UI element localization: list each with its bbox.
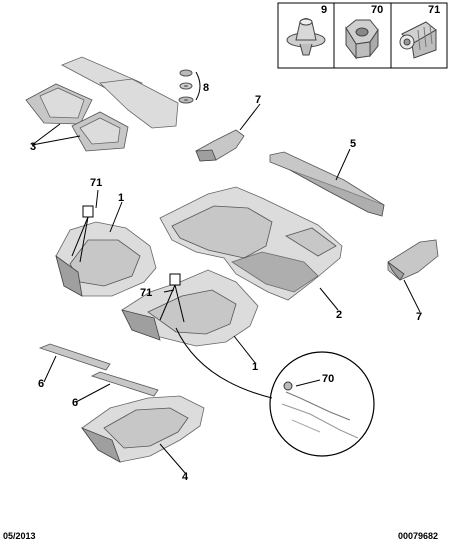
callout-1-upper: 1 [118, 192, 124, 204]
footer-date: 05/2013 [3, 531, 36, 541]
callout-3: 3 [30, 141, 36, 153]
callout-70: 70 [322, 373, 334, 385]
part-long-panel [269, 151, 385, 217]
threaded-fastener-icon [399, 21, 437, 59]
detail-magnifier [269, 351, 375, 457]
callout-4: 4 [182, 471, 189, 483]
footer-ref: 00079682 [398, 531, 438, 541]
callout-71-upper: 71 [90, 177, 102, 189]
callout-1-lower: 1 [252, 361, 258, 373]
hex-nut-icon [345, 19, 379, 60]
callout-6-upper: 6 [38, 378, 44, 390]
part-strips [38, 343, 159, 397]
leader-lines [31, 71, 421, 475]
part-bottom-tray [80, 395, 205, 463]
callout-2: 2 [336, 309, 342, 321]
part-bracket-upper [195, 129, 245, 162]
push-clip-icon [286, 18, 326, 56]
callout-labels: 3 8 7 5 71 1 71 2 7 1 70 6 6 4 [30, 82, 422, 483]
legend-label-71: 71 [428, 4, 440, 16]
callout-7-upper: 7 [255, 94, 261, 106]
legend-label-9: 9 [321, 4, 327, 16]
legend-label-70: 70 [371, 4, 383, 16]
part-floor-mats [25, 56, 179, 152]
callout-6-lower: 6 [72, 397, 78, 409]
callout-71-lower: 71 [140, 287, 152, 299]
part-clips-stack [178, 69, 194, 104]
callout-8: 8 [203, 82, 209, 94]
fastener-legend: 9 70 71 [277, 2, 448, 69]
callout-7-lower: 7 [416, 311, 422, 323]
callout-5: 5 [350, 138, 356, 150]
part-bracket-lower [387, 239, 439, 281]
part-rear-floor [159, 186, 343, 301]
part-carpet-left [55, 221, 157, 297]
